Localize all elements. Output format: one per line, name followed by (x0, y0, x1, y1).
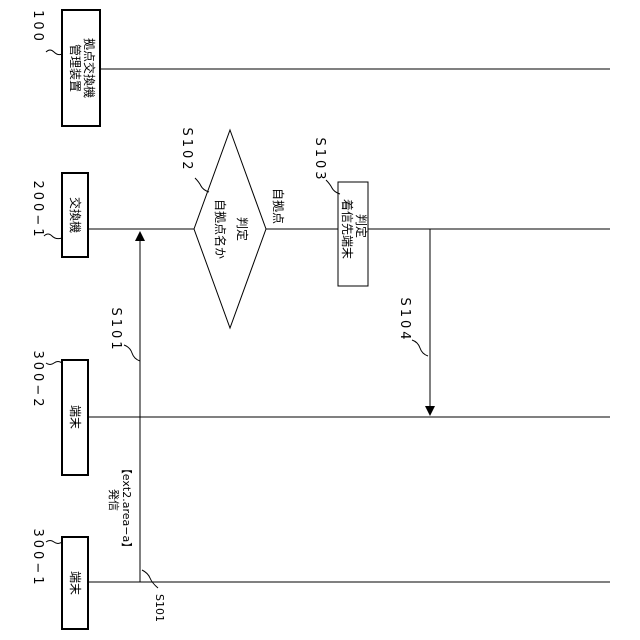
s102-branch-label: 自拠点 (271, 188, 285, 224)
entity-200-1-label: 交換機 (68, 197, 83, 233)
ref-100-text: 100 (30, 10, 45, 44)
ref-200-1-text: 200−1 (30, 181, 45, 240)
s101-bottom-text: S101 (153, 594, 166, 622)
ref-300-1-leader (46, 541, 62, 544)
entity-100-label-line2: 管理装置 (68, 44, 83, 92)
s104-leader (412, 340, 428, 356)
entity-300-2-label: 端末 (68, 405, 82, 429)
s103-process-line2: 判定 (354, 214, 369, 238)
s104-label: S104 (397, 297, 428, 356)
s101-message-line1: 発信 (107, 489, 121, 511)
s103-text: S103 (312, 137, 327, 182)
entity-300-2: 端末 (62, 360, 88, 475)
entity-100-label-line1: 拠点交換機 (82, 38, 97, 98)
s101-message-label: 発信 【ext2.area−a】 (107, 463, 133, 553)
entity-300-1: 端末 (62, 537, 88, 629)
ref-300-1: 300−1 (30, 529, 62, 588)
s102-text: S102 (179, 127, 194, 172)
entity-200-1: 交換機 (62, 173, 88, 257)
ref-100: 100 (30, 10, 62, 55)
s102-label: S102 (179, 127, 209, 192)
s103-process-line1: 着信先端末 (340, 199, 355, 259)
ref-200-1: 200−1 (30, 181, 62, 240)
s101-top-text: S101 (108, 307, 123, 352)
ref-300-2-text: 300−2 (30, 351, 45, 410)
s101-bottom-leader (142, 570, 158, 588)
s102-decision-line1: 自拠点名か (213, 199, 228, 259)
s103-label: S103 (312, 137, 340, 194)
s102-leader (195, 178, 209, 192)
ref-200-1-leader (44, 234, 62, 239)
entity-300-1-label: 端末 (68, 571, 82, 595)
s102-decision-diamond (194, 130, 266, 328)
s101-top-label: S101 (108, 307, 140, 361)
s102-decision-line2: 判定 (235, 217, 250, 241)
s101-message-line2: 【ext2.area−a】 (120, 463, 133, 553)
ref-300-2-leader (46, 362, 62, 365)
ref-100-leader (46, 50, 62, 55)
entity-100: 拠点交換機 管理装置 (62, 10, 100, 126)
s104-text: S104 (397, 297, 412, 342)
ref-300-2: 300−2 (30, 351, 62, 410)
ref-300-1-text: 300−1 (30, 529, 45, 588)
s101-bottom-label: S101 (142, 570, 166, 622)
s101-top-leader (124, 345, 140, 361)
